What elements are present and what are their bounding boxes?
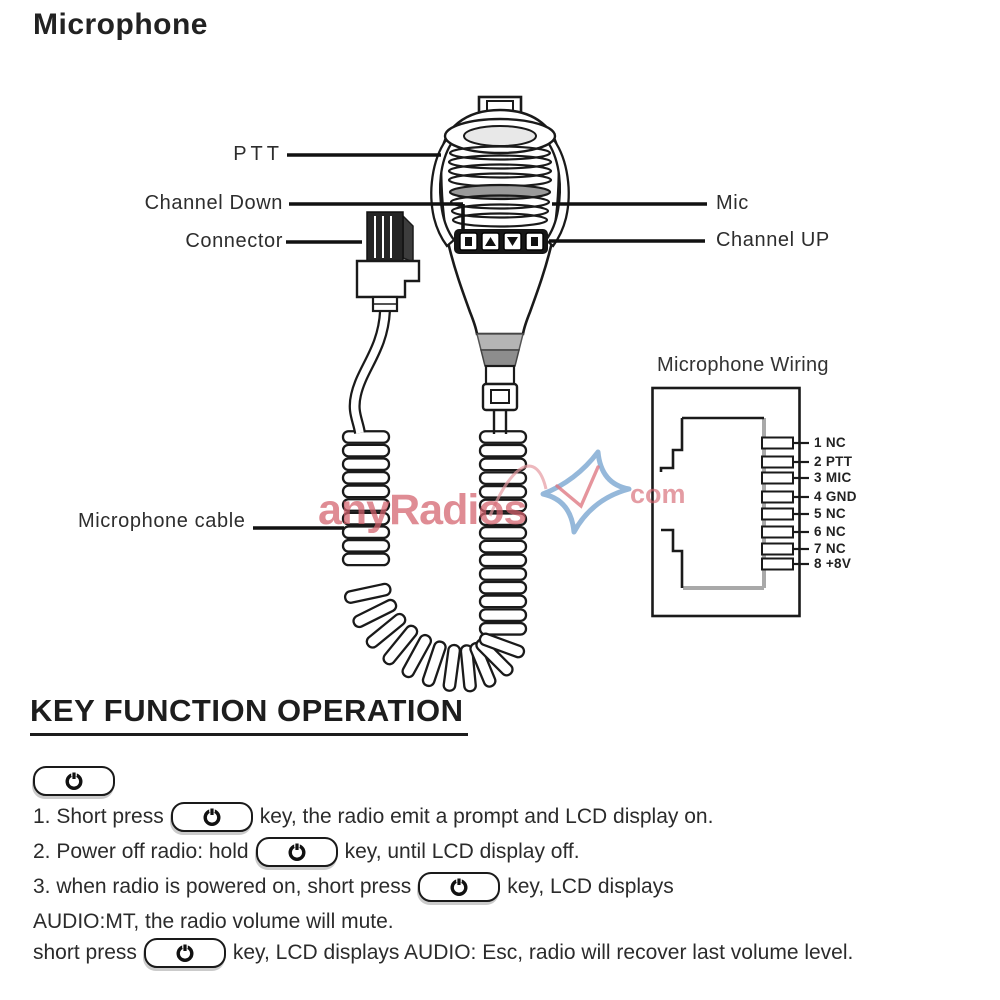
key-a-glyph xyxy=(465,237,472,246)
pin-label-4: 4 GND xyxy=(814,489,857,504)
channel-down-label: Channel Down xyxy=(144,192,283,214)
microphone-cable-label: Microphone cable xyxy=(78,510,246,532)
connector-label: Connector xyxy=(185,230,283,252)
pin-leader-lines xyxy=(793,441,809,566)
mic-grille xyxy=(447,145,553,228)
watermark-text: anyRadios xyxy=(318,486,527,534)
mic-label: Mic xyxy=(716,192,749,214)
power-key-icon xyxy=(255,837,338,867)
connector-plug xyxy=(355,211,421,313)
instruction-line-3: 3. when radio is powered on, short press… xyxy=(33,872,674,902)
power-key-standalone xyxy=(33,766,115,796)
pin-label-2: 2 PTT xyxy=(814,454,853,469)
power-key-icon xyxy=(170,802,253,832)
wiring-title: Microphone Wiring xyxy=(657,354,829,376)
power-key-icon xyxy=(143,938,226,968)
section-heading: KEY FUNCTION OPERATION xyxy=(30,693,468,736)
key-b-glyph xyxy=(531,237,538,246)
key-strip xyxy=(454,229,548,254)
page-title: Microphone xyxy=(33,8,208,41)
instruction-line-4: AUDIO:MT, the radio volume will mute. xyxy=(33,910,394,933)
microphone-body xyxy=(430,95,570,434)
watermark-star-icon xyxy=(488,449,632,535)
ptt-lever xyxy=(430,138,456,248)
pin-label-3: 3 MIC xyxy=(814,470,852,485)
connector-cable xyxy=(348,310,391,435)
watermark-com: com xyxy=(630,479,686,509)
leader-lines xyxy=(253,153,707,530)
pin-label-5: 5 NC xyxy=(814,506,846,521)
wiring-pins xyxy=(761,436,794,571)
pin-label-6: 6 NC xyxy=(814,524,846,539)
wiring-diagram xyxy=(651,386,809,618)
power-key-icon xyxy=(33,766,115,796)
pin-label-1: 1 NC xyxy=(814,435,846,450)
ptt-label: PTT xyxy=(233,143,283,165)
power-key-icon xyxy=(418,872,501,902)
coiled-cable xyxy=(341,430,528,693)
instruction-line-2: 2. Power off radio: hold key, until LCD … xyxy=(33,837,580,867)
pin-label-8: 8 +8V xyxy=(814,556,852,571)
pin-label-7: 7 NC xyxy=(814,541,846,556)
down-arrow-key xyxy=(507,237,518,246)
channel-up-label: Channel UP xyxy=(716,229,830,251)
up-arrow-key xyxy=(485,237,496,246)
instruction-line-5: short press key, LCD displays AUDIO: Esc… xyxy=(33,938,853,968)
instruction-line-1: 1. Short press key, the radio emit a pro… xyxy=(33,802,713,832)
